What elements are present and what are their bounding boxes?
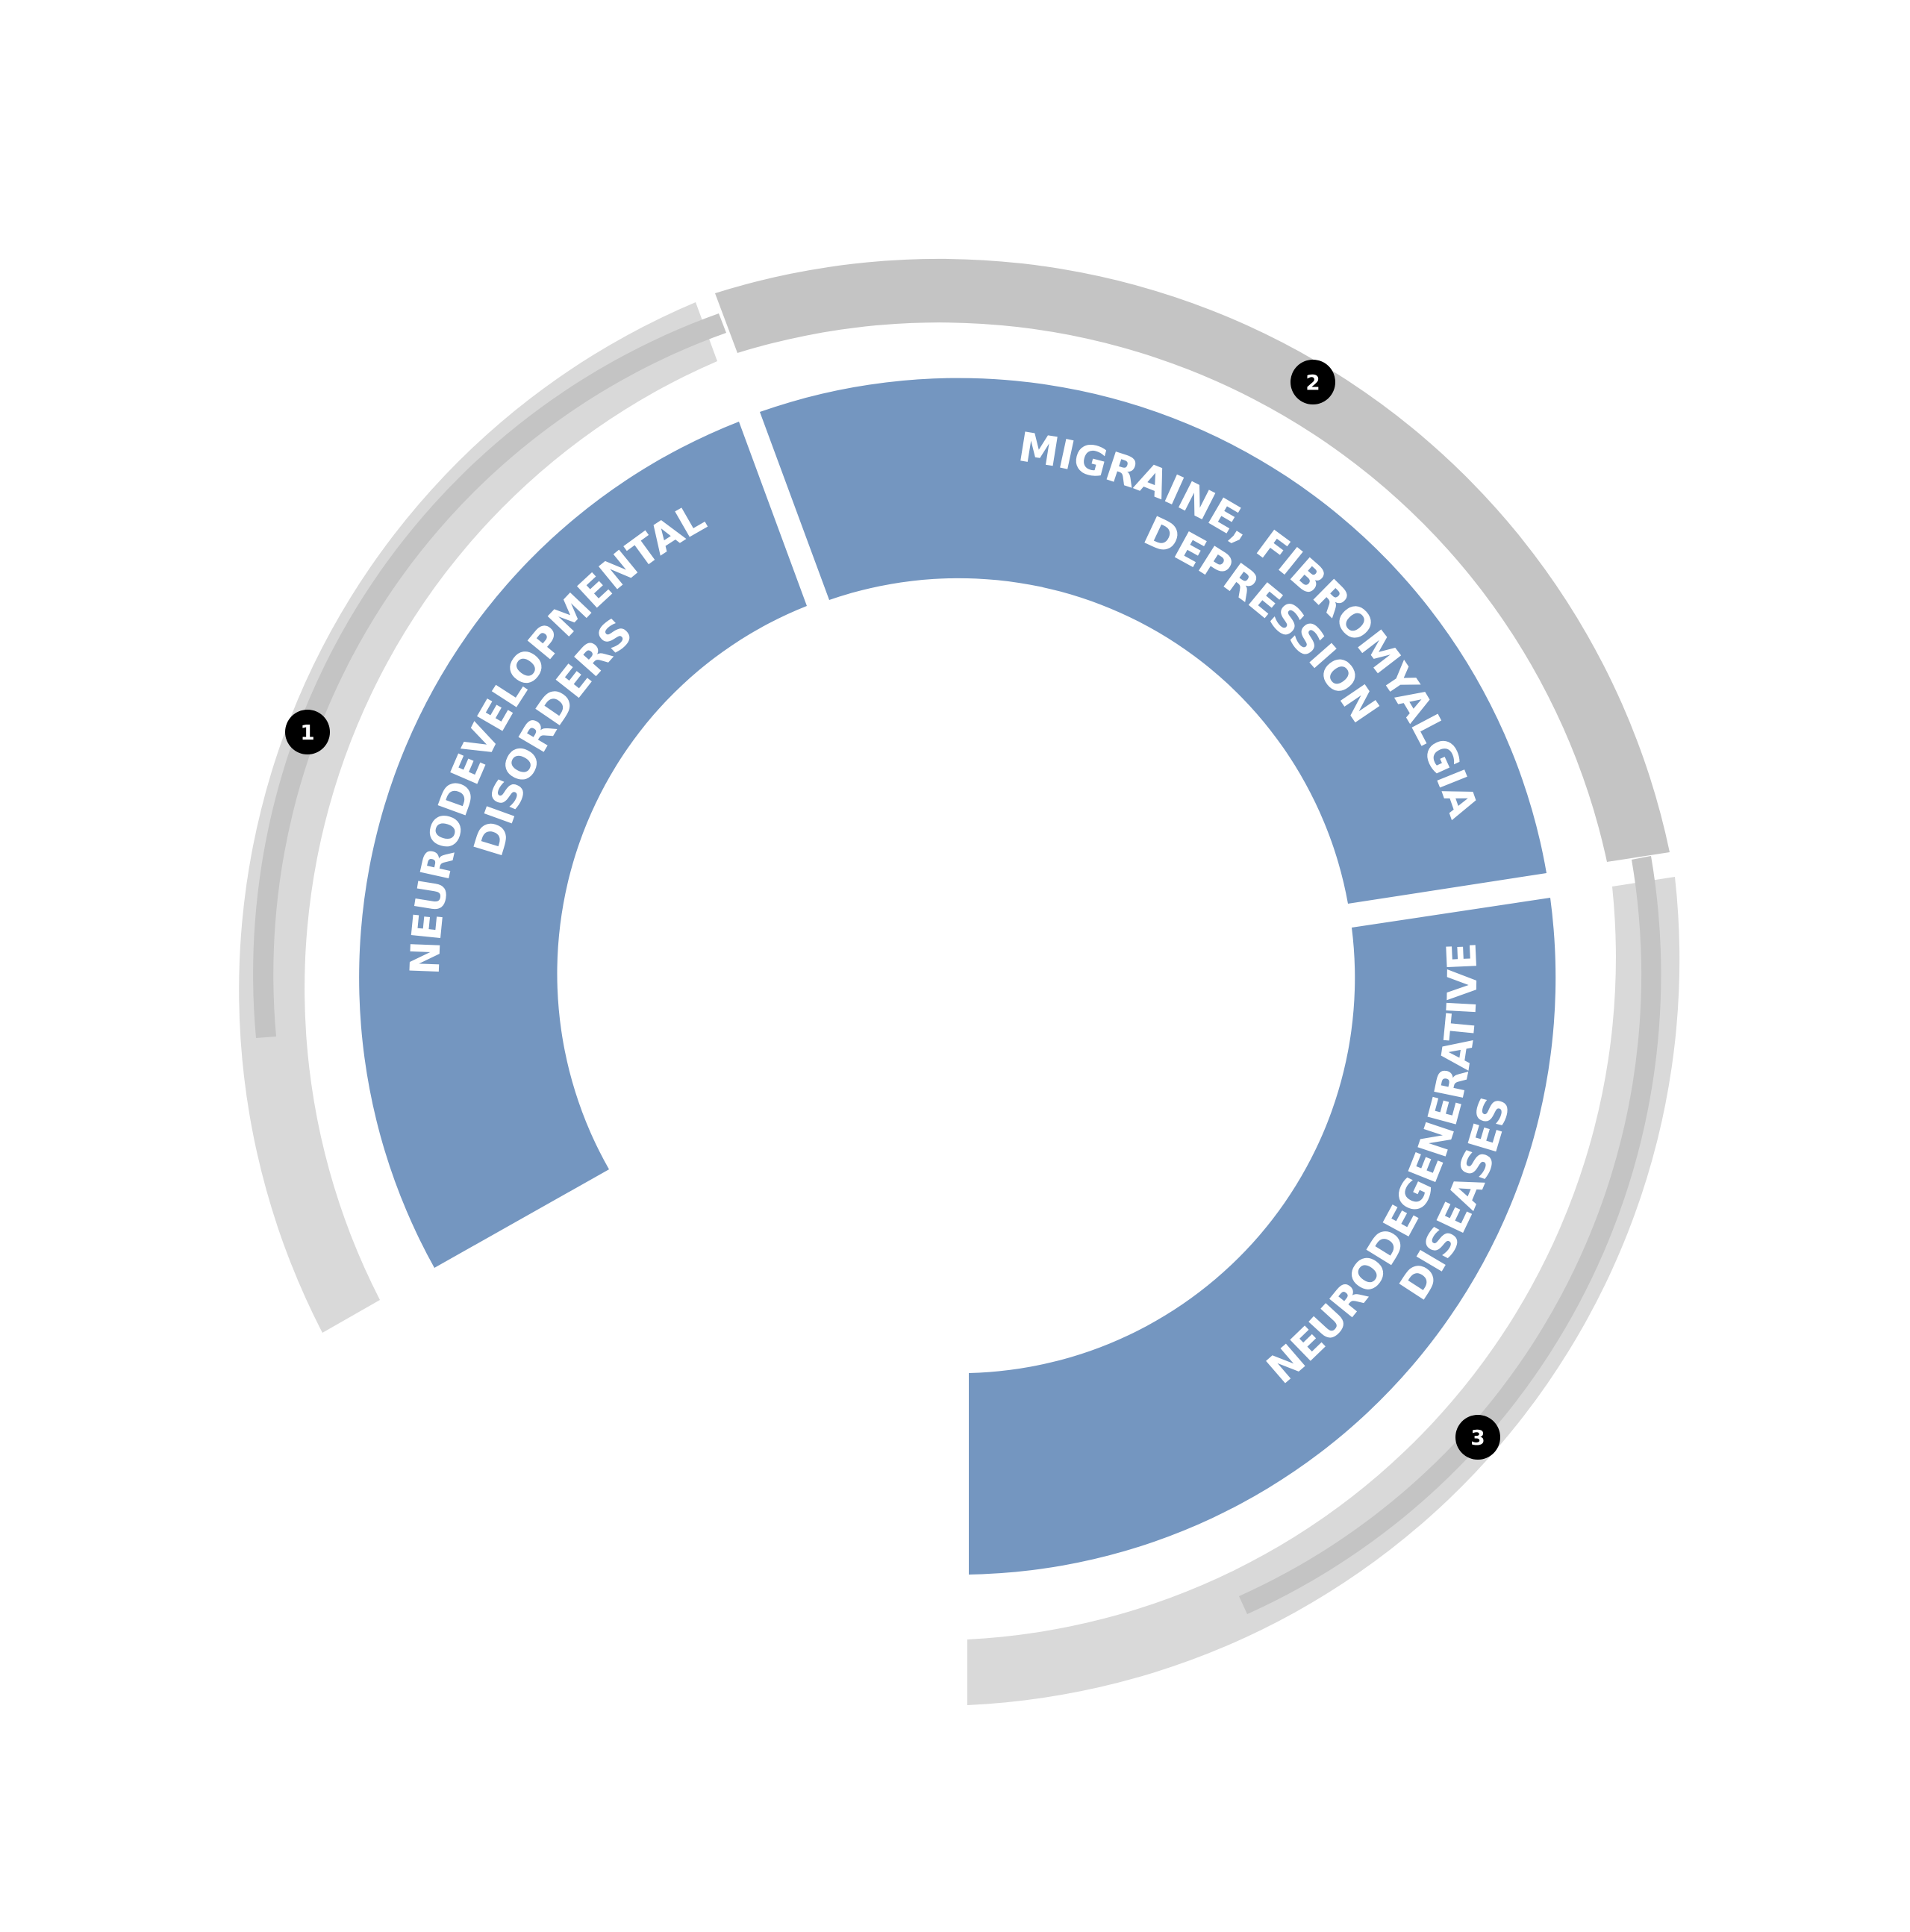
- outer-band-1-inner: [253, 313, 726, 1038]
- badge-circle: [1291, 360, 1335, 404]
- segment-migraine: [760, 378, 1547, 904]
- badge-number: 1: [300, 720, 314, 745]
- badge-number: 2: [1305, 370, 1320, 395]
- badge-circle: [285, 710, 330, 754]
- outer-band-1-light: [239, 302, 717, 1333]
- outer-band-2: [715, 258, 1670, 862]
- badge-number: 3: [1470, 1425, 1485, 1450]
- outer-band-3-light: [967, 877, 1680, 1705]
- badge-3: 3: [1455, 1415, 1500, 1460]
- badge-circle: [1455, 1415, 1500, 1460]
- segments: [359, 378, 1556, 1575]
- badge-1: 1: [285, 710, 330, 754]
- outer-band-3-inner: [1239, 856, 1661, 1614]
- segment-neurodegenerative: [969, 898, 1556, 1575]
- segment-neurodevelopmental: [359, 422, 807, 1268]
- badge-2: 2: [1291, 360, 1335, 404]
- badges: 1 2 3: [285, 360, 1500, 1460]
- outer-bands: [239, 258, 1680, 1705]
